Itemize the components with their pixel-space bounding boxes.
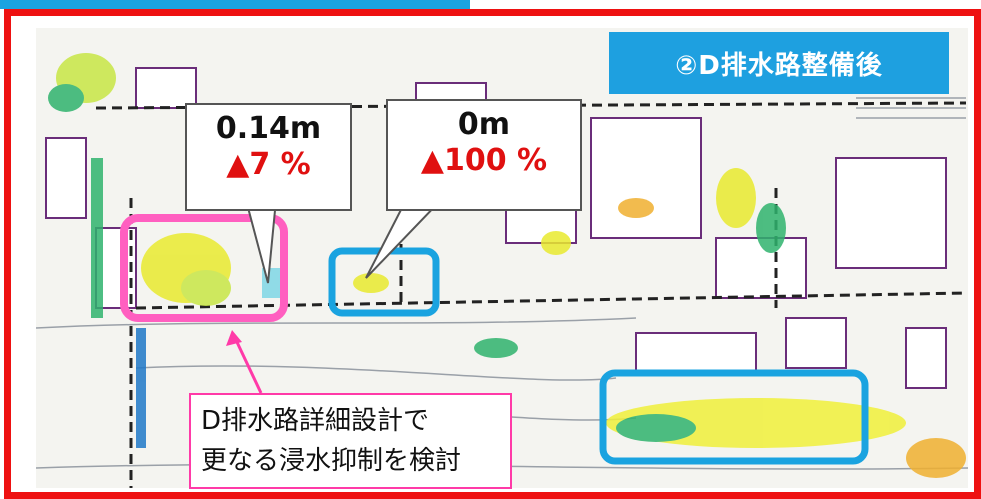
callout-depth-2: 0m ▲100 %: [386, 99, 582, 211]
highlight-area-pink: [120, 214, 288, 322]
callout-1-reduction: ▲7 %: [226, 147, 311, 182]
map-title-badge: ②D排水路整備後: [609, 32, 949, 94]
note-arrow: [234, 339, 263, 394]
callout-2-depth: 0m: [457, 107, 511, 142]
callout-1-depth: 0.14m: [215, 111, 322, 146]
building: [715, 237, 807, 299]
top-accent-strip: [0, 0, 470, 9]
callout-pointer-2: [365, 199, 444, 279]
highlight-area-blue-large: [599, 369, 869, 465]
note-line-1: D排水路詳細設計で: [201, 406, 430, 436]
building: [135, 67, 197, 109]
building: [590, 117, 702, 239]
note-arrow-head: [226, 330, 242, 346]
building: [45, 137, 87, 219]
callout-depth-1: 0.14m ▲7 %: [185, 103, 352, 211]
building: [785, 317, 847, 369]
building: [835, 157, 947, 269]
building: [635, 332, 757, 374]
note-line-2: 更なる浸水抑制を検討: [201, 446, 462, 476]
callout-2-reduction: ▲100 %: [420, 143, 548, 178]
building: [905, 327, 947, 389]
design-note: D排水路詳細設計で 更なる浸水抑制を検討: [189, 393, 512, 489]
